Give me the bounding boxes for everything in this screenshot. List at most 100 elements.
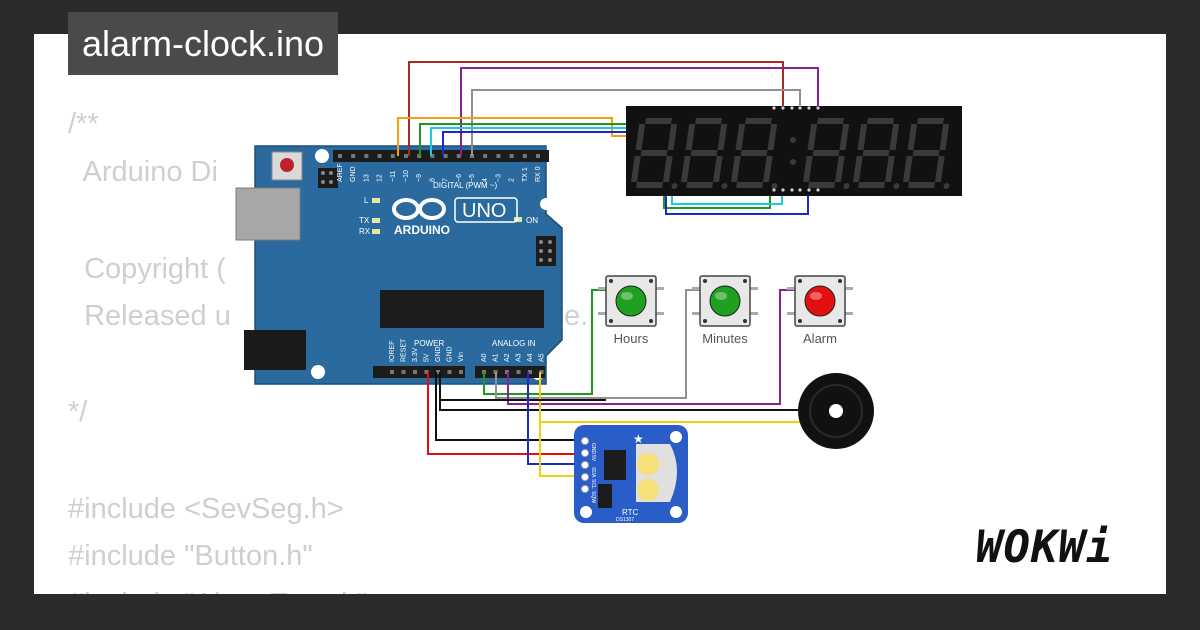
usb-port — [235, 187, 301, 241]
reset-button[interactable] — [280, 158, 294, 172]
code-line: */ — [68, 396, 88, 428]
digital-pin[interactable] — [390, 154, 395, 158]
power-pin[interactable] — [401, 370, 406, 374]
power-pin[interactable] — [390, 370, 394, 374]
power-pin[interactable] — [459, 370, 463, 374]
code-line: /** — [68, 108, 99, 140]
led-on — [514, 217, 522, 222]
digital-pin[interactable] — [364, 154, 369, 158]
power-jack — [244, 330, 306, 370]
digital-pin-label: ~11 — [390, 171, 397, 182]
sketch-title: alarm-clock.ino — [68, 12, 339, 75]
power-pin-label: Vin — [458, 352, 465, 362]
digital-pin[interactable] — [522, 154, 527, 158]
crystal — [598, 484, 612, 508]
rtc-pin-label: SQW — [590, 491, 596, 503]
code-line: #include "AlarmTone.h" — [68, 584, 367, 594]
digital-pin[interactable] — [443, 154, 448, 158]
analog-header-label: ANALOG IN — [492, 339, 536, 348]
digital-pin-label: ~6 — [456, 174, 463, 182]
code-line: Copyright ( — [68, 253, 226, 285]
rtc-pin-label: GND — [590, 443, 596, 455]
analog-pin-label: A1 — [493, 353, 500, 362]
rtc-pin-label: 5V — [590, 455, 596, 462]
display-pins — [772, 106, 820, 192]
wire-green-bottom — [483, 289, 606, 395]
icsp-header-right — [536, 236, 556, 266]
mount-hole — [315, 149, 329, 163]
digital-pin[interactable] — [496, 154, 501, 158]
mount-hole — [670, 506, 682, 518]
power-pin[interactable] — [424, 370, 429, 374]
digital-pin-label: ~5 — [469, 174, 476, 182]
rtc-pin[interactable] — [581, 437, 589, 445]
icsp-header — [318, 168, 338, 188]
mount-hole — [670, 431, 682, 443]
rtc-pin[interactable] — [581, 461, 589, 469]
digital-pin-label: TX 1 — [522, 167, 529, 182]
analog-pin[interactable] — [516, 370, 521, 374]
analog-pin-label: A4 — [527, 353, 534, 362]
led-tx-label: TX — [359, 216, 370, 225]
pushbutton-minutes[interactable]: Minutes — [692, 275, 758, 346]
digital-pin[interactable] — [404, 154, 408, 158]
wire-green-top — [419, 123, 680, 156]
digital-pin[interactable] — [377, 154, 382, 158]
pushbutton-alarm[interactable]: Alarm — [787, 275, 853, 346]
digital-pin[interactable] — [456, 154, 461, 158]
power-pin[interactable] — [413, 370, 417, 374]
digital-pin[interactable] — [338, 154, 342, 158]
power-pin-label: 3.3V — [412, 347, 419, 362]
mount-hole — [311, 365, 325, 379]
led-l — [372, 198, 380, 203]
arduino-brand: ARDUINO — [394, 223, 450, 237]
analog-pin-label: A5 — [539, 353, 546, 362]
analog-pin[interactable] — [528, 370, 532, 374]
digital-pin[interactable] — [430, 154, 435, 158]
power-pin-label: GND — [435, 346, 442, 362]
wire-cyan — [430, 127, 700, 156]
digital-pin[interactable] — [509, 154, 514, 158]
digital-pin-label: 7 — [443, 178, 450, 182]
code-line: #include <SevSeg.h> — [68, 493, 344, 525]
pushbutton-hours[interactable]: Hours — [598, 275, 664, 346]
display-digit — [803, 118, 850, 189]
digital-pin[interactable] — [483, 154, 488, 158]
digital-pin-label: AREF — [337, 163, 344, 182]
power-pin[interactable] — [436, 370, 440, 374]
wire-red-5v — [427, 372, 582, 455]
digital-pin[interactable] — [536, 154, 540, 158]
analog-pin[interactable] — [539, 370, 544, 374]
rtc-pin-label: SCL — [590, 479, 596, 489]
rtc-pin[interactable] — [581, 449, 589, 457]
power-pin-label: GND — [447, 346, 454, 362]
rtc-pin[interactable] — [581, 485, 589, 493]
power-pin[interactable] — [447, 370, 452, 374]
seven-segment-display[interactable] — [626, 106, 962, 196]
rtc-chip-label: DS1307 — [616, 517, 634, 523]
uno-badge — [454, 197, 518, 223]
wire-yellow-scl — [539, 420, 582, 477]
rtc-pin[interactable] — [581, 473, 589, 481]
pushbutton-label: Hours — [614, 331, 649, 346]
digital-pin-label: 8 — [429, 178, 436, 182]
digital-pin-label: 13 — [363, 174, 370, 182]
display-digit — [681, 118, 728, 189]
power-pin-label: RESET — [401, 338, 408, 362]
ds1307-chip — [604, 450, 626, 480]
pushbutton-label: Alarm — [803, 331, 837, 346]
wire-black-rtc — [435, 372, 582, 441]
power-header-label: POWER — [414, 339, 444, 348]
display-digit — [731, 118, 778, 189]
buzzer[interactable] — [798, 373, 874, 449]
digital-pin[interactable] — [351, 154, 356, 158]
power-pin-label: 5V — [424, 353, 431, 362]
digital-pin-label: ~10 — [403, 170, 410, 182]
colon-dot — [790, 137, 796, 143]
code-line: Arduino Di — [68, 156, 218, 188]
board-name: UNO — [462, 200, 506, 222]
code-line: #include "Button.h" — [68, 540, 313, 572]
